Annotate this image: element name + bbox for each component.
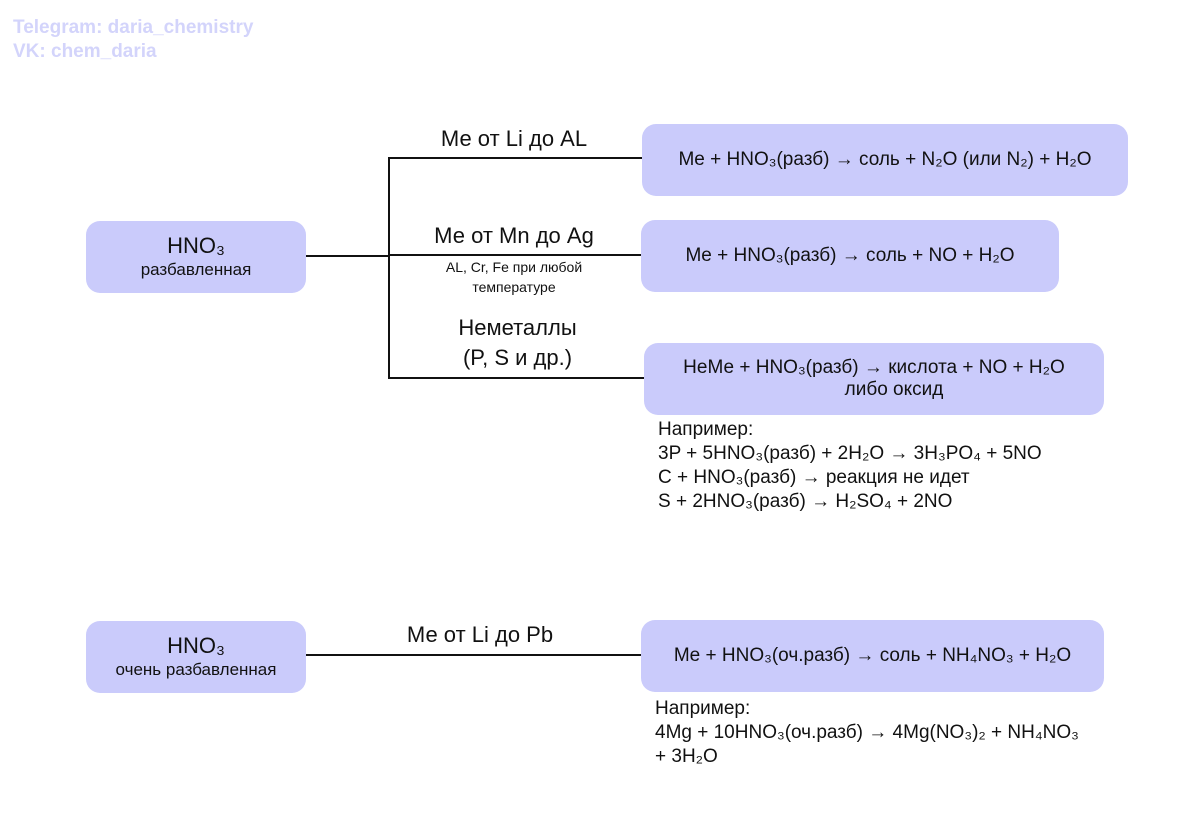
branch-label-very-dilute: Ме от Li до Pb xyxy=(406,622,554,647)
result-formula-1: Me + HNO₃(разб) → соль + N₂O (или N₂) + … xyxy=(678,149,1092,170)
watermark-telegram: Telegram: daria_chemistry xyxy=(13,17,254,38)
example-line: 4Mg + 10HNO₃(оч.разб) → 4Mg(NO₃)₂ + NH₄N… xyxy=(655,722,1079,743)
result-box-3: НеМе + HNO₃(разб) → кислота + NO + H₂O л… xyxy=(644,343,1104,415)
branch-label-1: Ме от Li до AL xyxy=(440,126,588,151)
connector-line xyxy=(306,654,642,656)
watermark-vk: VK: chem_daria xyxy=(13,41,157,62)
branch-note-2: AL, Cr, Fe при любой температуре xyxy=(400,257,628,297)
branch-label-3-line-1: Неметаллы xyxy=(458,315,577,340)
branch-label-3: Неметаллы (P, S и др.) xyxy=(400,313,635,373)
source-title: HNO₃ xyxy=(167,633,225,658)
example-line: + 3H₂O xyxy=(655,746,718,767)
source-node-dilute: HNO₃ разбавленная xyxy=(86,221,306,293)
branch-line-1 xyxy=(388,157,642,159)
result-box-2: Me + HNO₃(разб) → соль + NO + H₂O xyxy=(641,220,1059,292)
result-formula-3-line-2: либо оксид xyxy=(844,379,944,400)
result-formula-3-line-1: НеМе + HNO₃(разб) → кислота + NO + H₂O xyxy=(683,357,1065,378)
connector-line xyxy=(306,255,389,257)
source-subtitle: очень разбавленная xyxy=(115,660,277,679)
result-formula-2: Me + HNO₃(разб) → соль + NO + H₂O xyxy=(685,245,1015,266)
source-title: HNO₃ xyxy=(167,233,225,258)
examples-heading: Например: xyxy=(658,419,754,440)
result-box-very-dilute: Me + HNO₃(оч.разб) → соль + NH₄NO₃ + H₂O xyxy=(641,620,1104,692)
branch-label-3-line-2: (P, S и др.) xyxy=(462,345,573,370)
example-line: 3P + 5HNO₃(разб) + 2H₂O → 3H₃PO₄ + 5NO xyxy=(658,443,1042,464)
source-subtitle: разбавленная xyxy=(140,260,252,279)
source-node-very-dilute: HNO₃ очень разбавленная xyxy=(86,621,306,693)
examples-very-dilute: Например: 4Mg + 10HNO₃(оч.разб) → 4Mg(NO… xyxy=(655,697,1079,769)
example-line: S + 2HNO₃(разб) → H₂SO₄ + 2NO xyxy=(658,491,953,512)
branch-trunk-line xyxy=(388,157,390,379)
examples-heading: Например: xyxy=(655,698,751,719)
branch-label-2: Ме от Mn до Ag xyxy=(434,223,594,248)
branch-note-line-2: температуре xyxy=(472,279,556,295)
examples-dilute: Например: 3P + 5HNO₃(разб) + 2H₂O → 3H₃P… xyxy=(658,418,1042,514)
result-box-1: Me + HNO₃(разб) → соль + N₂O (или N₂) + … xyxy=(642,124,1128,196)
branch-line-2 xyxy=(388,254,642,256)
branch-line-3 xyxy=(388,377,644,379)
example-line: C + HNO₃(разб) → реакция не идет xyxy=(658,467,970,488)
result-formula-very-dilute: Me + HNO₃(оч.разб) → соль + NH₄NO₃ + H₂O xyxy=(673,645,1072,666)
branch-note-line-1: AL, Cr, Fe при любой xyxy=(445,259,583,275)
